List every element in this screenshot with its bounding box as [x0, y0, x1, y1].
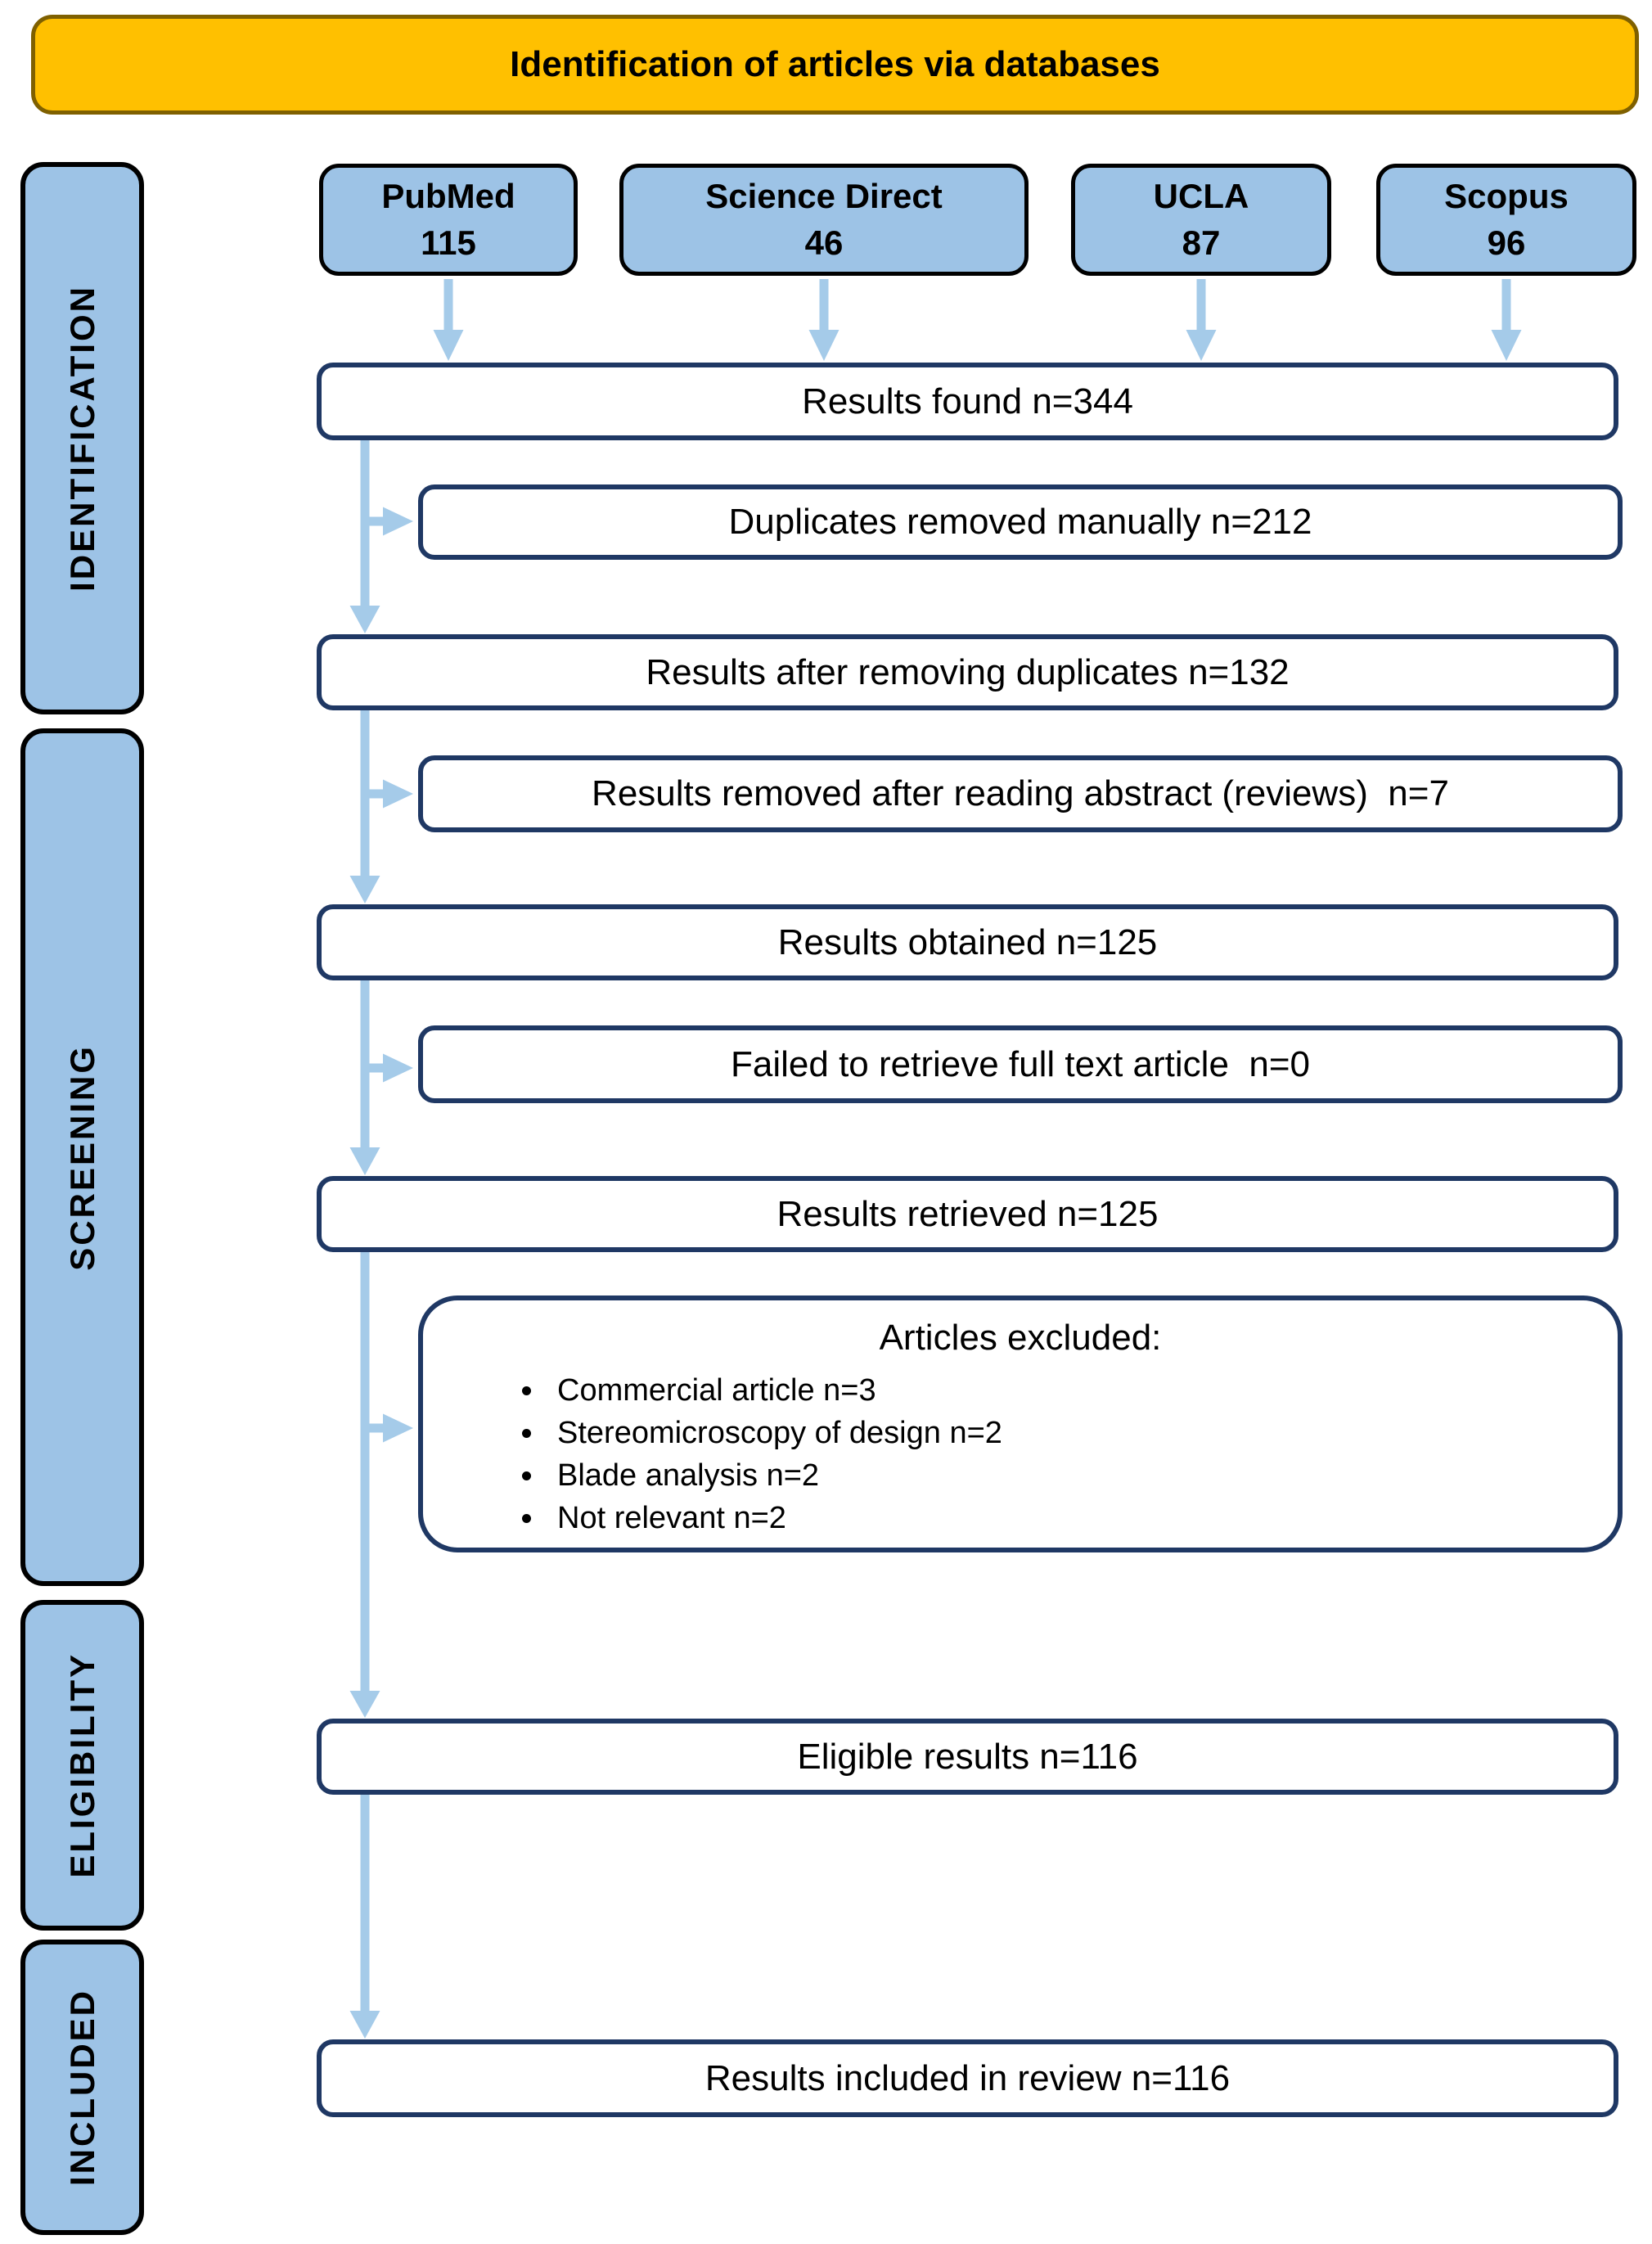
arrow-results-found-to-after-duplicates-icon: [349, 440, 380, 633]
source-name: PubMed: [381, 176, 515, 215]
banner-title: Identification of articles via databases: [510, 44, 1160, 84]
source-name: Science Direct: [705, 176, 943, 215]
articles-excluded-title: Articles excluded:: [879, 1318, 1162, 1358]
arrow-pubmed-to-results-found-icon: [433, 279, 464, 361]
articles-excluded-list: Commercial article n=3 Stereomicroscopy …: [423, 1369, 1618, 1539]
arrow-branch-abstract-removed-icon: [365, 779, 413, 809]
flow-box-text: Duplicates removed manually n=212: [728, 502, 1312, 542]
stage-label: IDENTIFICATION: [62, 285, 101, 592]
flow-box-text: Results retrieved n=125: [776, 1193, 1159, 1234]
stage-label: ELIGIBILITY: [62, 1652, 101, 1878]
flow-box-text: Eligible results n=116: [797, 1736, 1138, 1777]
banner: Identification of articles via databases: [31, 15, 1639, 115]
flow-box-results-after-duplicates: Results after removing duplicates n=132: [317, 634, 1618, 710]
stage-label: SCREENING: [62, 1043, 101, 1271]
stage-box-screening: SCREENING: [20, 728, 144, 1586]
flow-box-abstract-removed: Results removed after reading abstract (…: [418, 755, 1623, 832]
source-box-scopus: Scopus 96: [1376, 164, 1636, 276]
excluded-item: Stereomicroscopy of design n=2: [546, 1412, 1618, 1454]
flow-box-text: Results included in review n=116: [704, 2057, 1231, 2098]
excluded-item: Blade analysis n=2: [546, 1454, 1618, 1497]
flow-box-text: Results found n=344: [802, 381, 1133, 421]
arrow-eligible-to-included-icon: [349, 1795, 380, 2039]
flow-box-text: Results after removing duplicates n=132: [646, 651, 1290, 692]
flow-box-eligible-results: Eligible results n=116: [317, 1719, 1618, 1795]
flow-box-results-found: Results found n=344: [317, 363, 1618, 440]
arrow-after-duplicates-to-results-obtained-icon: [349, 710, 380, 903]
flow-box-text: Failed to retrieve full text article n=0: [731, 1043, 1310, 1084]
source-count: 87: [1182, 223, 1221, 262]
arrow-branch-articles-excluded-icon: [365, 1413, 413, 1443]
flow-box-failed-retrieve: Failed to retrieve full text article n=0: [418, 1025, 1623, 1103]
flow-box-results-obtained: Results obtained n=125: [317, 904, 1618, 980]
excluded-item: Not relevant n=2: [546, 1497, 1618, 1539]
source-name: UCLA: [1153, 176, 1249, 215]
arrow-branch-duplicates-removed-icon: [365, 507, 413, 536]
arrow-scopus-to-results-found-icon: [1491, 279, 1522, 361]
arrow-results-retrieved-to-eligible-icon: [349, 1252, 380, 1718]
flow-box-text: Results obtained n=125: [777, 921, 1158, 962]
articles-excluded-box: Articles excluded: Commercial article n=…: [418, 1295, 1623, 1552]
flow-box-text: Results removed after reading abstract (…: [592, 773, 1449, 813]
source-box-ucla: UCLA 87: [1071, 164, 1331, 276]
stage-box-identification: IDENTIFICATION: [20, 162, 144, 714]
arrow-branch-failed-retrieve-icon: [365, 1053, 413, 1083]
arrow-ucla-to-results-found-icon: [1186, 279, 1217, 361]
excluded-item: Commercial article n=3: [546, 1369, 1618, 1412]
stage-box-eligibility: ELIGIBILITY: [20, 1600, 144, 1931]
source-count: 115: [421, 223, 476, 262]
source-box-science-direct: Science Direct 46: [619, 164, 1029, 276]
source-box-pubmed: PubMed 115: [319, 164, 578, 276]
stage-label: INCLUDED: [62, 1989, 101, 2186]
arrow-results-obtained-to-results-retrieved-icon: [349, 980, 380, 1175]
stage-box-included: INCLUDED: [20, 1940, 144, 2235]
source-count: 96: [1487, 223, 1526, 262]
flow-box-results-retrieved: Results retrieved n=125: [317, 1176, 1618, 1252]
source-count: 46: [804, 223, 844, 262]
arrow-sciencedirect-to-results-found-icon: [808, 279, 840, 361]
flow-box-duplicates-removed: Duplicates removed manually n=212: [418, 484, 1623, 560]
flow-box-results-included: Results included in review n=116: [317, 2039, 1618, 2117]
source-name: Scopus: [1444, 176, 1569, 215]
